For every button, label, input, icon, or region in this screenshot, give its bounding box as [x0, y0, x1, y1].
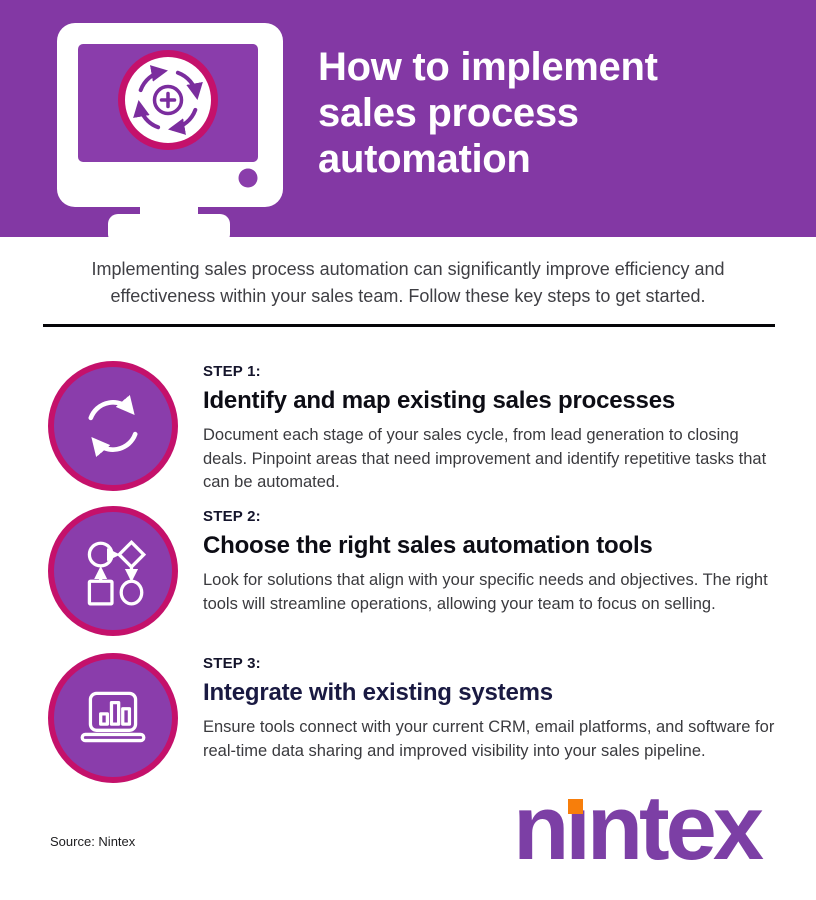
step-1-heading: Identify and map existing sales processe…: [203, 387, 675, 414]
intro-text: Implementing sales process automation ca…: [91, 259, 725, 306]
header-banner: How to implement sales process automatio…: [0, 0, 816, 237]
step-2-body: Look for solutions that align with your …: [203, 571, 768, 613]
intro-section: Implementing sales process automation ca…: [0, 256, 816, 310]
nintex-logo-part: n: [513, 777, 569, 879]
step-1-text: STEP 1: Identify and map existing sales …: [203, 363, 778, 495]
section-divider: [43, 324, 775, 327]
page-title-line-2: sales process: [318, 91, 579, 135]
step-2-heading: Choose the right sales automation tools: [203, 532, 653, 559]
step-2-badge: [48, 506, 178, 636]
step-1-body: Document each stage of your sales cycle,…: [203, 426, 767, 492]
step-1-label: STEP 1:: [203, 363, 261, 380]
step-3-body: Ensure tools connect with your current C…: [203, 718, 775, 760]
nintex-logo: nıntex: [513, 777, 764, 879]
step-2-text: STEP 2: Choose the right sales automatio…: [203, 508, 778, 616]
step-1-badge: [48, 361, 178, 491]
step-3-label: STEP 3:: [203, 655, 261, 672]
step-2-label: STEP 2:: [203, 508, 261, 525]
step-3-text: STEP 3: Integrate with existing systems …: [203, 655, 778, 763]
laptop-bar-chart-icon: [80, 691, 146, 743]
page-title: How to implement sales process automatio…: [318, 44, 658, 182]
cycle-arrows-icon: [88, 394, 138, 458]
page-title-line-3: automation: [318, 137, 531, 181]
monitor-with-process-cycle-icon: [57, 23, 283, 237]
step-3-badge: [48, 653, 178, 783]
nintex-logo-part: ntex: [586, 777, 764, 879]
step-3-heading: Integrate with existing systems: [203, 679, 553, 706]
source-attribution: Source: Nintex: [50, 834, 136, 849]
page-title-line-1: How to implement: [318, 45, 658, 89]
nintex-logo-orange-dot-i: ı: [565, 777, 590, 879]
flowchart-icon: [87, 539, 147, 606]
